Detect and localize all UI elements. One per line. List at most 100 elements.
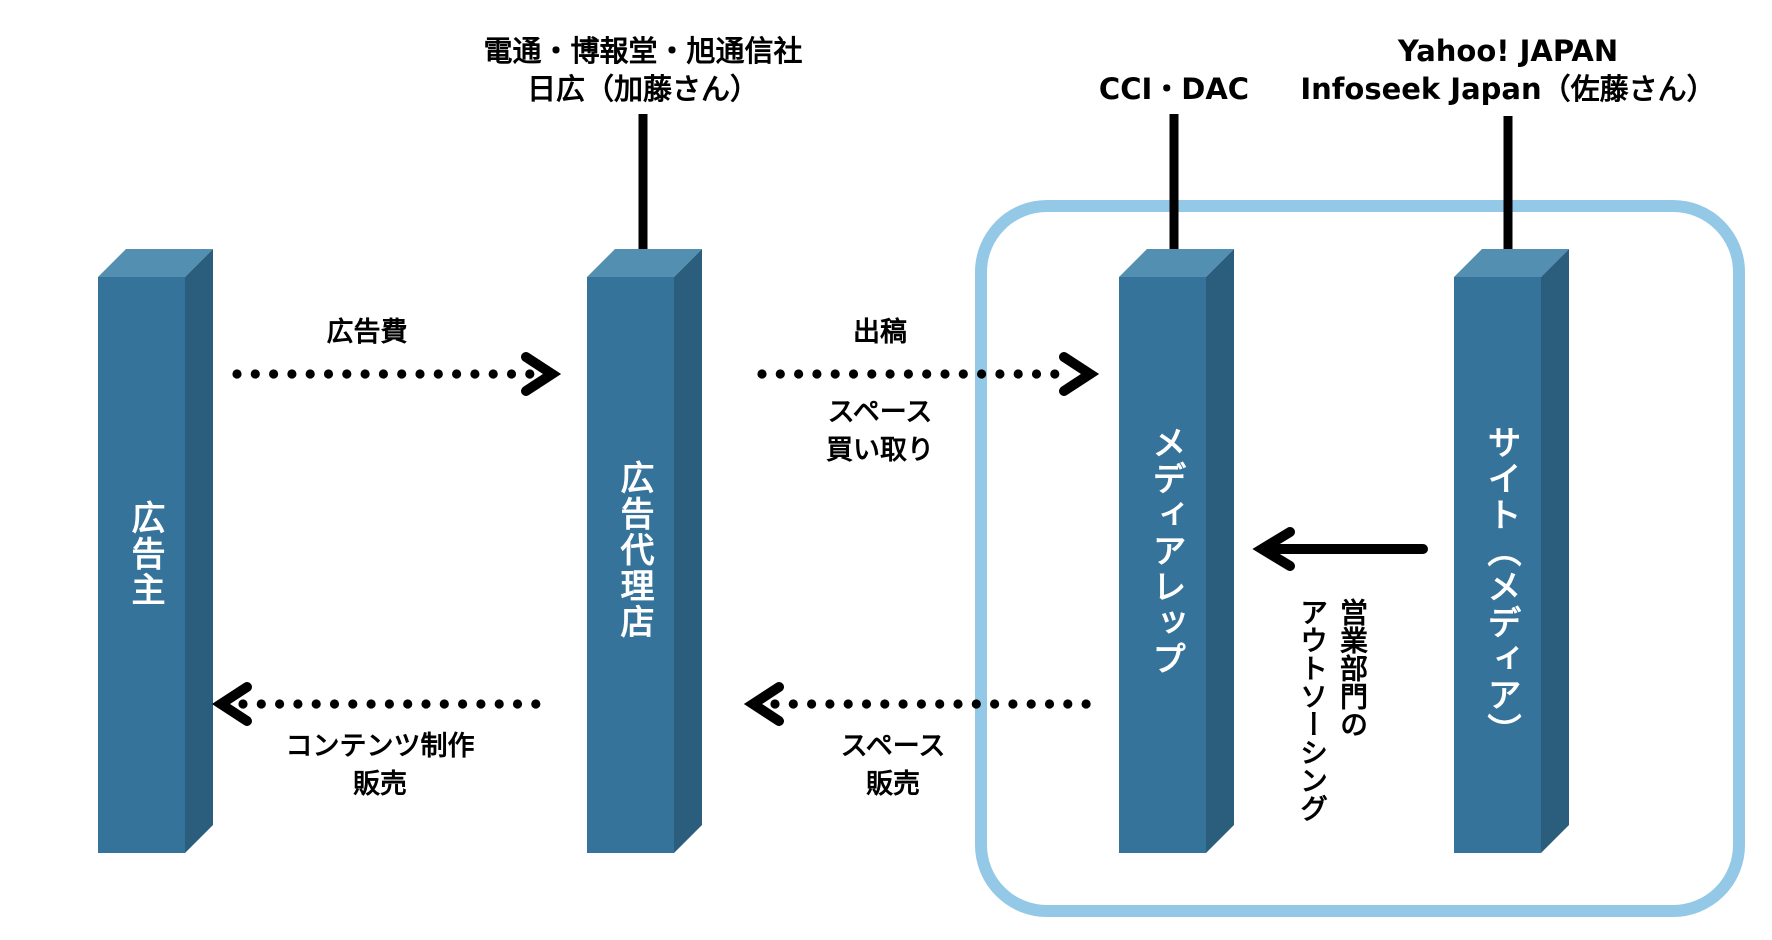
arrow-dot <box>256 699 266 709</box>
arrow-dot <box>1013 369 1023 379</box>
site-example-2: Infoseek Japan（佐藤さん） <box>1300 72 1716 106</box>
arrowhead-icon <box>1059 352 1100 396</box>
arrow-dot <box>397 369 407 379</box>
arrow-dot <box>1026 699 1036 709</box>
arrow-dot <box>1008 699 1018 709</box>
arrow-dot <box>1031 369 1042 379</box>
space-sales-line-1: スペース <box>840 731 946 762</box>
arrow-dot <box>848 369 859 379</box>
arrow-dot <box>843 699 853 709</box>
agency-example-2: 日広（加藤さん） <box>526 72 759 106</box>
site-examples-label: Yahoo! JAPAN Infoseek Japan（佐藤さん） <box>1288 32 1728 108</box>
agency-pillar-top <box>587 249 702 277</box>
media-rep-pillar-front <box>1119 277 1206 853</box>
media-rep-pillar <box>1119 249 1234 853</box>
ad-fee-arrow <box>232 352 562 396</box>
arrow-dot <box>384 699 394 709</box>
advertiser-pillar-label: 広告主 <box>125 500 165 608</box>
space-sales-line-2: 販売 <box>866 769 920 800</box>
site-pillar-side <box>1541 249 1569 853</box>
outsourcing-note: 営業部門の アウトソーシング <box>1292 598 1372 822</box>
arrow-dot <box>293 699 303 709</box>
media-rep-examples-label: CCI・DAC <box>1074 70 1274 108</box>
media-rep-pillar-top <box>1119 249 1234 277</box>
site-pillar-front <box>1454 277 1541 853</box>
arrow-dot <box>452 369 462 379</box>
arrow-dot <box>476 699 486 709</box>
arrow-dot <box>506 369 517 379</box>
space-purchase-line-1: スペース <box>827 397 933 428</box>
arrowhead-icon <box>521 352 562 396</box>
arrow-dot <box>812 369 822 379</box>
arrow-dot <box>403 699 413 709</box>
arrow-dot <box>287 369 297 379</box>
advertiser-pillar-side <box>185 249 213 853</box>
arrow-dot <box>232 369 242 379</box>
agency-pillar-front <box>587 277 674 853</box>
space-sales-label: スペース 販売 <box>793 728 993 804</box>
outsourcing-note-line-2: アウトソーシング <box>1296 598 1329 822</box>
arrow-dot <box>311 699 321 709</box>
media-rep-pillar-side <box>1206 249 1234 853</box>
arrow-dot <box>971 699 981 709</box>
arrow-dot <box>488 369 498 379</box>
site-pillar <box>1454 249 1569 853</box>
arrow-dot <box>770 699 780 709</box>
content-sales-arrow <box>211 682 541 726</box>
arrow-dot <box>1044 699 1055 709</box>
arrow-dot <box>275 699 285 709</box>
arrow-dot <box>458 699 468 709</box>
space-purchase-label: スペース 買い取り <box>780 394 980 470</box>
arrow-dot <box>922 369 932 379</box>
arrow-dot <box>935 699 945 709</box>
arrow-dot <box>990 699 1000 709</box>
arrow-dot <box>794 369 804 379</box>
arrow-dot <box>867 369 877 379</box>
content-sales-label: コンテンツ制作 販売 <box>260 728 500 804</box>
arrow-dot <box>880 699 890 709</box>
advertiser-pillar <box>98 249 213 853</box>
arrow-dot <box>995 369 1005 379</box>
space-purchase-line-2: 買い取り <box>826 435 934 466</box>
arrow-dot <box>916 699 927 709</box>
arrow-dot <box>898 699 908 709</box>
arrowhead-icon <box>743 682 784 726</box>
content-sales-line-2: 販売 <box>353 769 407 800</box>
arrow-dot <box>512 699 523 709</box>
media-rep-example-1: CCI・DAC <box>1098 72 1250 106</box>
arrow-dot <box>1050 369 1060 379</box>
arrow-dot <box>415 369 425 379</box>
outsourcing-arrow <box>1252 527 1428 571</box>
arrow-dot <box>958 369 968 379</box>
arrow-dot <box>421 699 431 709</box>
arrow-dot <box>470 369 480 379</box>
arrow-dot <box>861 699 872 709</box>
arrow-dot <box>329 699 340 709</box>
arrow-dot <box>360 369 370 379</box>
space-sales-arrow <box>743 682 1091 726</box>
arrow-dot <box>885 369 895 379</box>
arrow-dot <box>830 369 840 379</box>
arrow-dot <box>269 369 279 379</box>
arrow-dot <box>953 699 963 709</box>
placement-arrow <box>757 352 1100 396</box>
advertiser-pillar-front <box>98 277 185 853</box>
media-group-box <box>975 200 1745 917</box>
agency-examples-label: 電通・博報堂・旭通信社 日広（加藤さん） <box>443 32 843 108</box>
agency-pillar-side <box>674 249 702 853</box>
arrowhead-icon <box>211 682 252 726</box>
arrow-dot <box>825 699 835 709</box>
arrow-dot <box>238 699 248 709</box>
agency-pillar-label: 広告代理店 <box>614 460 654 640</box>
arrow-dot <box>807 699 817 709</box>
arrow-dot <box>342 369 352 379</box>
arrow-dot <box>977 369 987 379</box>
arrow-dot <box>903 369 914 379</box>
arrow-dot <box>525 369 535 379</box>
arrow-dot <box>348 699 358 709</box>
arrow-dot <box>433 369 443 379</box>
arrow-dot <box>439 699 449 709</box>
arrow-dot <box>775 369 785 379</box>
arrowhead-icon <box>1252 527 1295 571</box>
